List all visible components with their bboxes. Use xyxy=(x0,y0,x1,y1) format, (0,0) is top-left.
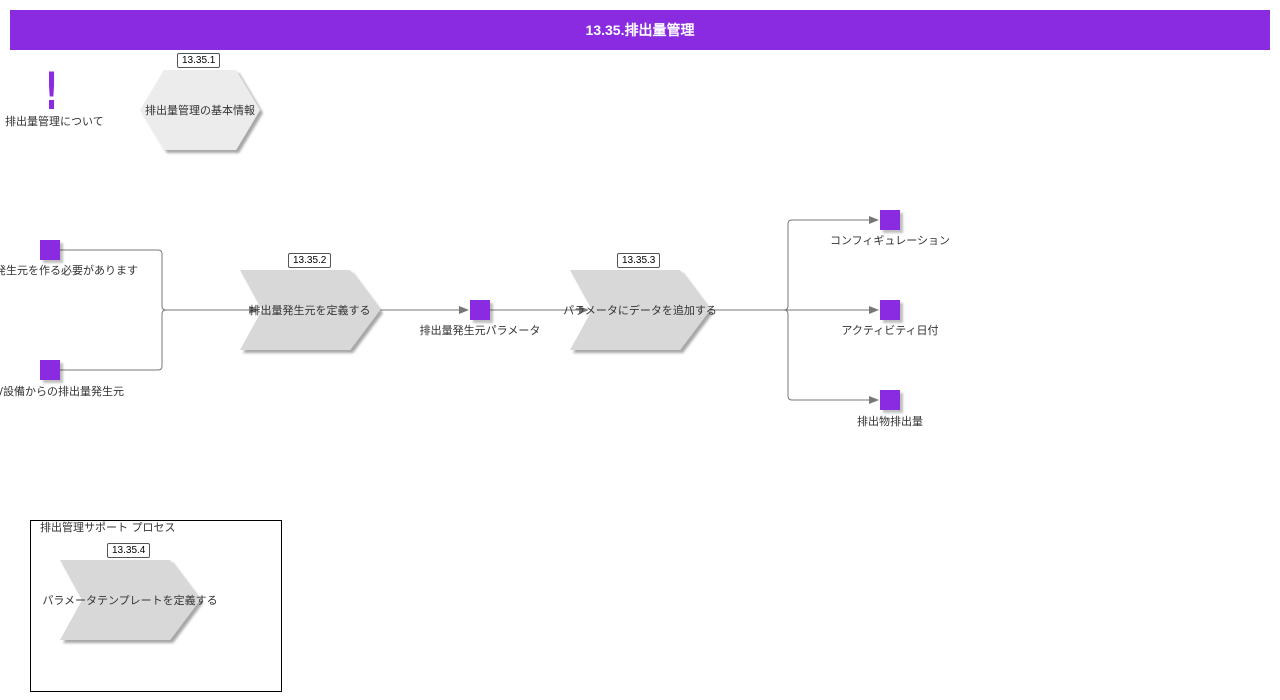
output-label-2: アクティビティ日付 xyxy=(841,324,939,337)
output-label-3: 排出物排出量 xyxy=(857,415,923,428)
connector-input-1 xyxy=(60,249,259,314)
input-node-1[interactable] xyxy=(40,240,60,260)
support-process-label: パラメータテンプレートを定義する xyxy=(42,594,218,607)
param-label: 排出量発生元パラメータ xyxy=(419,324,541,337)
badge-13-35-2: 13.35.2 xyxy=(288,253,332,268)
input-label-2: /設備からの排出量発生元 xyxy=(0,385,124,398)
info-label: 排出量管理について xyxy=(5,115,104,128)
process-chevron-add-data[interactable] xyxy=(570,270,710,350)
output-node-3[interactable] xyxy=(880,390,900,410)
badge-13-35-4: 13.35.4 xyxy=(107,543,151,558)
page-title: 13.35.排出量管理 xyxy=(585,22,695,38)
output-node-1[interactable] xyxy=(880,210,900,230)
page-title-bar: 13.35.排出量管理 xyxy=(10,10,1270,50)
connector-process2-to-output-3 xyxy=(783,309,879,404)
input-node-2[interactable] xyxy=(40,360,60,380)
process-chevron-define-template[interactable] xyxy=(60,560,200,640)
support-frame-title: 排出管理サポート プロセス xyxy=(40,521,176,534)
input-label-1: 発生元を作る必要があります xyxy=(0,264,138,277)
process-chevron-define-source[interactable] xyxy=(240,270,380,350)
process1-label: 排出量発生元を定義する xyxy=(249,304,371,317)
process2-label: パラメータにデータを追加する xyxy=(563,304,717,317)
support-process-frame xyxy=(30,520,282,692)
param-node[interactable] xyxy=(470,300,490,320)
exclamation-icon[interactable]: ! xyxy=(45,62,59,122)
output-node-2[interactable] xyxy=(880,300,900,320)
badge-13-35-3: 13.35.3 xyxy=(617,253,661,268)
connector-input-2 xyxy=(60,309,167,371)
hexagon-basic-info[interactable] xyxy=(140,70,260,150)
hexagon-label: 排出量管理の基本情報 xyxy=(145,104,255,117)
output-label-1: コンフィギュレーション xyxy=(829,234,950,247)
badge-13-35-1: 13.35.1 xyxy=(177,53,221,68)
